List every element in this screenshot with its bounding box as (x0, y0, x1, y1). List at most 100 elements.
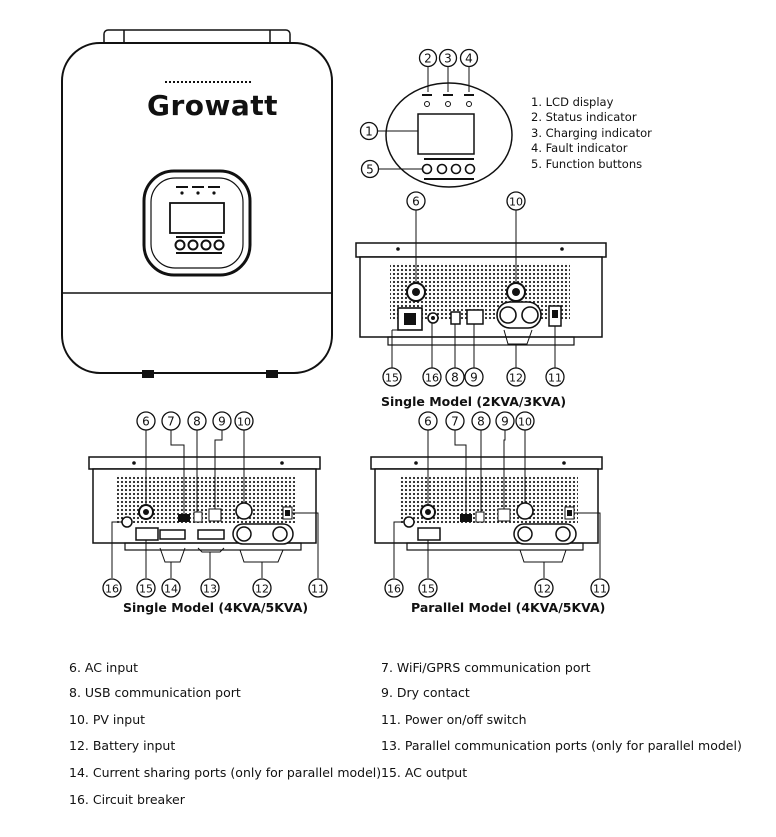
detail-function-buttons (421, 158, 476, 180)
callout-14: 14 (161, 578, 181, 598)
svg-text:11: 11 (593, 582, 607, 595)
svg-text:12: 12 (537, 582, 551, 595)
svg-text:7: 7 (167, 414, 175, 428)
svg-text:6: 6 (412, 194, 420, 208)
svg-text:12: 12 (509, 371, 523, 384)
callout-10: 10 (506, 191, 526, 211)
caption-parallel-4-5kva: Parallel Model (4KVA/5KVA) (411, 600, 606, 615)
caption-single-2-3kva: Single Model (2KVA/3KVA) (381, 394, 567, 409)
callout-8: 8 (445, 367, 465, 387)
callout-9: 9 (495, 411, 515, 431)
svg-text:12: 12 (255, 582, 269, 595)
callout-1: 1 (359, 121, 379, 141)
front-function-buttons (174, 236, 225, 254)
growatt-logo: Growatt (147, 81, 278, 122)
parts-list-item: 12. Battery input (69, 738, 176, 753)
parts-list-item: 14. Current sharing ports (only for para… (69, 765, 382, 780)
callout-8: 8 (471, 411, 491, 431)
inverter-front-view: Growatt (61, 29, 333, 378)
callout-10: 10 (515, 411, 535, 431)
detail-indicators (422, 94, 474, 107)
svg-text:3: 3 (444, 51, 452, 65)
svg-text:4: 4 (465, 51, 473, 65)
parts-list-item: 8. USB communication port (69, 685, 241, 700)
callout-6: 6 (418, 411, 438, 431)
callout-6: 6 (136, 411, 156, 431)
callout-12: 12 (534, 578, 554, 598)
parts-list-item: 7. WiFi/GPRS communication port (381, 660, 591, 675)
callout-16: 16 (384, 578, 404, 598)
svg-text:13: 13 (203, 582, 217, 595)
callout-12: 12 (506, 367, 526, 387)
callout-7: 7 (161, 411, 181, 431)
callout-5: 5 (360, 159, 380, 179)
callout-6: 6 (406, 191, 426, 211)
callout-11: 11 (308, 578, 328, 598)
parts-list-item: 6. AC input (69, 660, 139, 675)
callout-16: 16 (102, 578, 122, 598)
callout-16: 16 (422, 367, 442, 387)
parts-list-item: 13. Parallel communication ports (only f… (381, 738, 742, 753)
callout-10: 10 (234, 411, 254, 431)
parts-list-item: 15. AC output (381, 765, 468, 780)
svg-text:8: 8 (451, 370, 459, 384)
svg-text:16: 16 (105, 582, 119, 595)
svg-text:11: 11 (548, 371, 562, 384)
callout-15: 15 (136, 578, 156, 598)
callout-3: 3 (438, 48, 458, 68)
svg-text:14: 14 (164, 582, 178, 595)
svg-text:16: 16 (387, 582, 401, 595)
rear-view-single-4-5kva (88, 430, 321, 578)
legend-item: 2. Status indicator (531, 110, 637, 125)
callout-7: 7 (445, 411, 465, 431)
svg-text:2: 2 (424, 51, 432, 65)
callout-13: 13 (200, 578, 220, 598)
legend-item: 3. Charging indicator (531, 125, 652, 140)
svg-text:10: 10 (509, 195, 523, 208)
callout-9: 9 (464, 367, 484, 387)
callout-8: 8 (187, 411, 207, 431)
callout-15: 15 (418, 578, 438, 598)
caption-single-4-5kva: Single Model (4KVA/5KVA) (123, 600, 309, 615)
callout-2: 2 (418, 48, 438, 68)
svg-text:8: 8 (477, 414, 485, 428)
callout-9: 9 (212, 411, 232, 431)
detail-lcd-display (417, 113, 475, 155)
front-panel-legend: 1. LCD display 2. Status indicator 3. Ch… (531, 95, 652, 172)
svg-text:6: 6 (142, 414, 150, 428)
svg-text:5: 5 (366, 162, 374, 176)
parts-list-item: 9. Dry contact (381, 685, 470, 700)
front-lcd-screen (169, 202, 225, 234)
brand-logo-text: Growatt (147, 89, 278, 122)
callout-11: 11 (590, 578, 610, 598)
svg-text:9: 9 (470, 370, 478, 384)
svg-text:8: 8 (193, 414, 201, 428)
parts-list-item: 16. Circuit breaker (69, 792, 185, 807)
parts-list-item: 10. PV input (69, 712, 146, 727)
svg-text:6: 6 (424, 414, 432, 428)
svg-text:1: 1 (365, 124, 373, 138)
legend-item: 5. Function buttons (531, 156, 643, 171)
svg-text:15: 15 (385, 371, 399, 384)
svg-text:10: 10 (518, 415, 532, 428)
parts-list-item: 11. Power on/off switch (381, 712, 527, 727)
callout-11: 11 (545, 367, 565, 387)
svg-text:10: 10 (237, 415, 251, 428)
callout-15: 15 (382, 367, 402, 387)
svg-text:16: 16 (425, 371, 439, 384)
svg-text:15: 15 (421, 582, 435, 595)
rear-view-parallel-4-5kva (370, 430, 603, 578)
rear-view-2-3kva (355, 210, 607, 368)
callout-12: 12 (252, 578, 272, 598)
legend-item: 1. LCD display (531, 95, 614, 109)
svg-text:7: 7 (451, 414, 459, 428)
svg-text:9: 9 (501, 414, 509, 428)
svg-text:15: 15 (139, 582, 153, 595)
svg-text:9: 9 (218, 414, 226, 428)
legend-item: 4. Fault indicator (531, 141, 628, 156)
svg-text:11: 11 (311, 582, 325, 595)
callout-4: 4 (459, 48, 479, 68)
